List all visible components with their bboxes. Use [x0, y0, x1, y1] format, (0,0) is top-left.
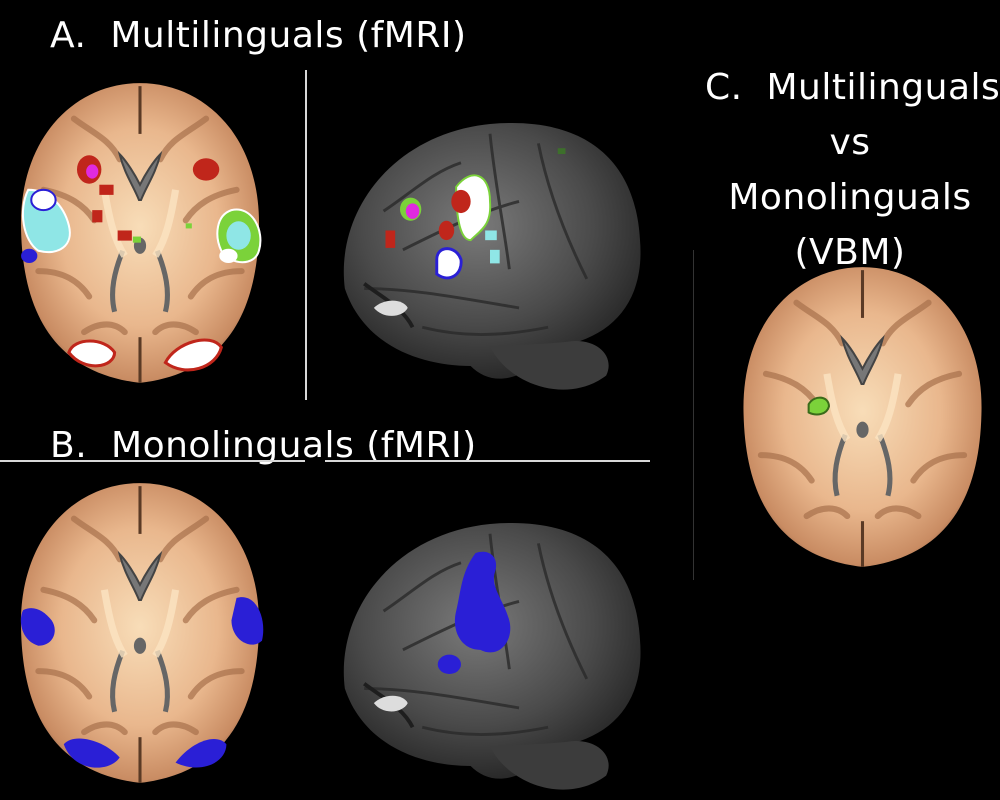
- panel-c-line-1: C. Multilinguals: [705, 60, 1000, 115]
- panel-a-sagittal-image: [325, 95, 655, 395]
- activation-clusters: [20, 597, 264, 768]
- panel-a-label: A. Multilinguals (fMRI): [50, 18, 467, 54]
- panel-a-letter: A.: [50, 15, 87, 56]
- panel-c-title-1: Multilinguals: [766, 67, 1000, 108]
- panel-b-letter: B.: [50, 425, 88, 466]
- panel-b-label: B. Monolinguals (fMRI): [50, 428, 477, 464]
- panel-b-axial-image: [10, 478, 270, 788]
- activation-clusters: [373, 551, 511, 712]
- panel-a-title: Multilinguals (fMRI): [110, 15, 467, 56]
- activation-clusters: [807, 396, 830, 416]
- panel-b-title: Monolinguals (fMRI): [111, 425, 477, 466]
- panel-c-label: C. Multilinguals vs Monolinguals (VBM): [705, 60, 1000, 280]
- activation-clusters: [373, 148, 566, 316]
- vertical-divider: [305, 70, 307, 400]
- panel-b-sagittal-image: [325, 495, 655, 795]
- panel-c-line-4: (VBM): [794, 232, 906, 273]
- horizontal-divider-right: [325, 460, 650, 462]
- activation-clusters: [21, 155, 262, 372]
- panel-a-axial-image: [10, 78, 270, 388]
- panel-c-line-2: vs: [829, 122, 871, 163]
- panel-c-divider: [693, 250, 694, 580]
- panel-c-axial-image: [735, 262, 990, 572]
- panel-c-letter: C.: [705, 67, 743, 108]
- horizontal-divider-left: [0, 460, 305, 462]
- panel-c-line-3: Monolinguals: [728, 177, 972, 218]
